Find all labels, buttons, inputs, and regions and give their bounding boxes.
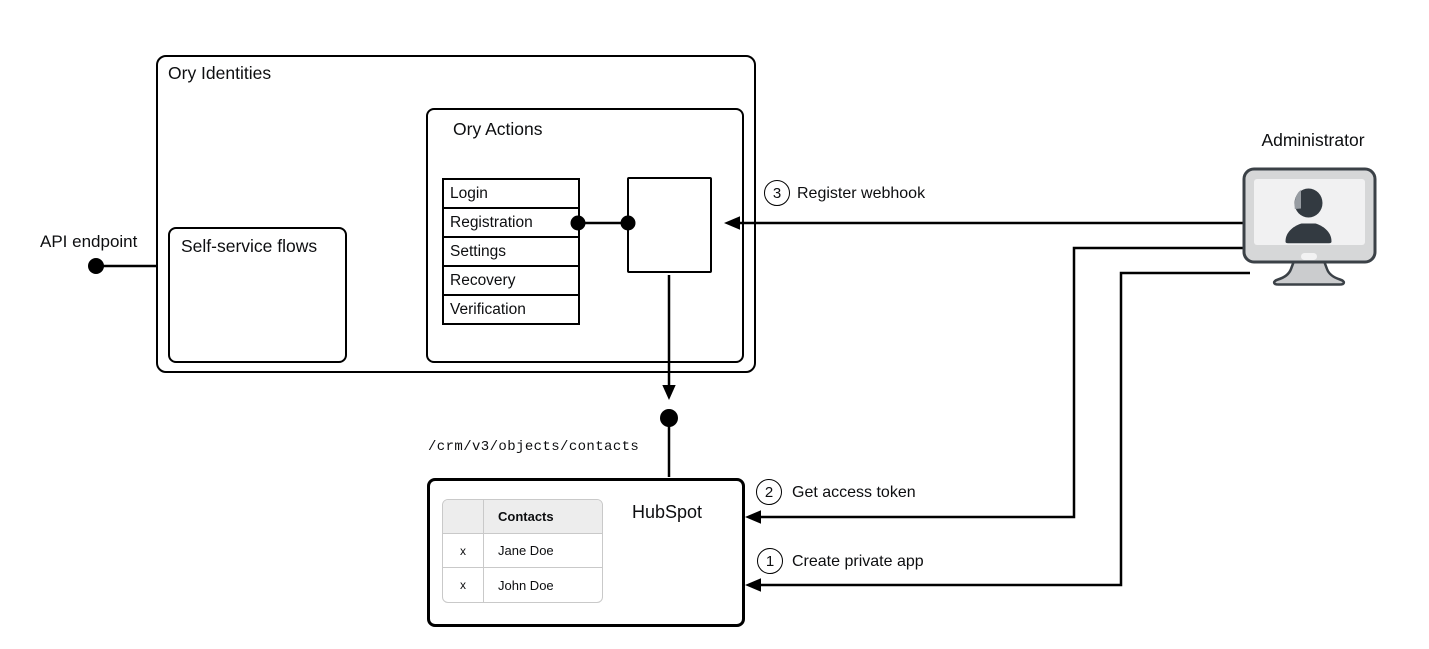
contact-row-action: x: [443, 534, 484, 568]
webhook-action-box: [627, 177, 712, 273]
hubspot-endpoint-path: /crm/v3/objects/contacts: [428, 439, 640, 455]
ory-actions-title: Ory Actions: [453, 119, 543, 139]
flow-row-registration: Registration: [444, 209, 578, 238]
register-webhook-arrow: [724, 216, 1250, 230]
step-1-badge: 1: [757, 548, 783, 574]
step-3-badge: 3: [764, 180, 790, 206]
contact-row-name: Jane Doe: [484, 534, 602, 568]
step-2-label: Get access token: [792, 484, 916, 501]
self-service-flows-box: [168, 227, 347, 363]
flow-row-settings: Settings: [444, 238, 578, 267]
contact-row-name: John Doe: [498, 577, 554, 593]
flow-row-recovery: Recovery: [444, 267, 578, 296]
monitor-stand: [1272, 259, 1346, 286]
contact-row-action: x: [443, 568, 484, 602]
monitor-bezel: [1242, 167, 1377, 264]
get-access-token-arrow: [745, 246, 1250, 524]
monitor-power-button: [1301, 253, 1317, 260]
api-endpoint-connector: [88, 258, 156, 274]
flow-row-verification: Verification: [450, 301, 526, 318]
user-silhouette-icon: [1285, 188, 1332, 244]
contacts-header-cell: Contacts: [484, 500, 602, 534]
step-2-badge: 2: [756, 479, 782, 505]
administrator-monitor-icon: [1242, 167, 1377, 286]
step-3-label: Register webhook: [797, 185, 926, 202]
flow-row-login: Login: [444, 180, 578, 209]
hubspot-endpoint-connector: [660, 409, 678, 477]
create-private-app-arrow: [745, 271, 1250, 592]
contacts-header-empty-cell: [443, 500, 484, 534]
hubspot-title: HubSpot: [632, 502, 703, 522]
hubspot-contacts-table: Contacts x Jane Doe x John Doe: [442, 499, 603, 603]
ory-identities-title: Ory Identities: [168, 63, 272, 83]
monitor-screen: [1254, 179, 1365, 245]
step-1-label: Create private app: [792, 553, 924, 570]
ory-actions-flow-list: Login Registration Settings Recovery Ver…: [442, 178, 580, 325]
self-service-flows-title: Self-service flows: [181, 236, 318, 256]
api-endpoint-label: API endpoint: [40, 232, 138, 251]
administrator-label: Administrator: [1261, 130, 1365, 150]
